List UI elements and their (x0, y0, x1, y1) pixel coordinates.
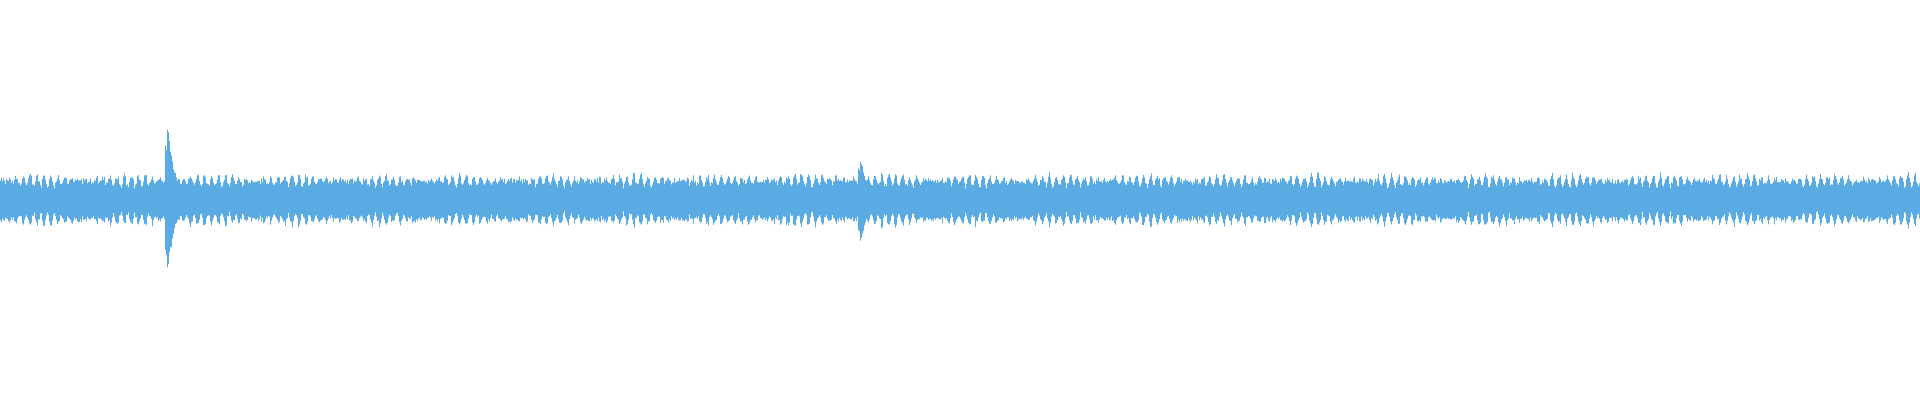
waveform-trace (0, 129, 1920, 268)
waveform-center-band (0, 196, 1920, 204)
